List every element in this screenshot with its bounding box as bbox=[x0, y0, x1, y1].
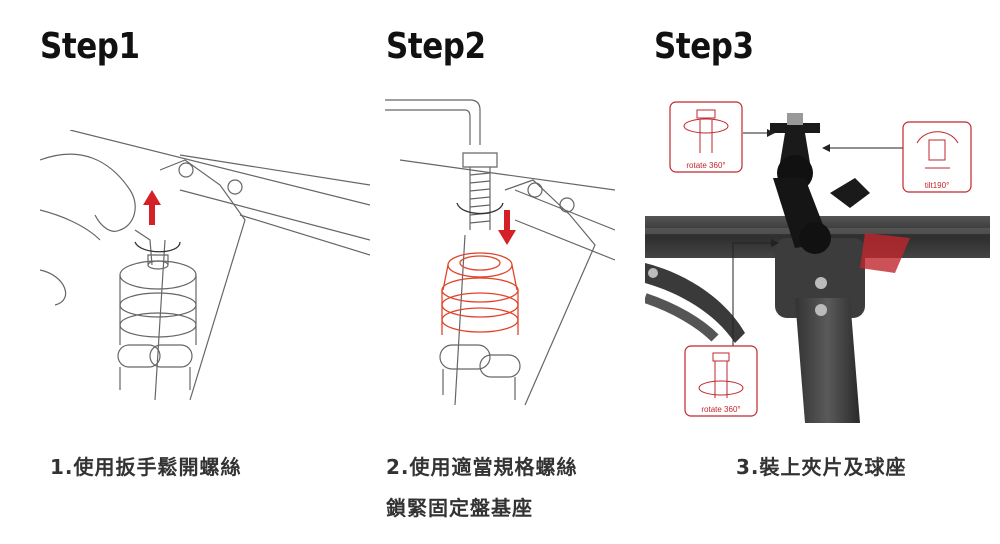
step1-illustration bbox=[40, 130, 370, 401]
step2-caption-line1: 2.使用適當規格螺絲 bbox=[386, 455, 578, 479]
step2-caption-line2: 鎖緊固定盤基座 bbox=[386, 496, 533, 520]
rotate-badge-bottom-text: rotate 360° bbox=[701, 405, 740, 414]
tilt-badge-text: tilt190° bbox=[925, 181, 950, 190]
rotate-badge-top-text: rotate 360° bbox=[686, 161, 725, 170]
step1-title: Step1 bbox=[40, 26, 140, 67]
step2-illustration bbox=[385, 99, 615, 406]
step3-illustration: rotate 360° tilt190° rotate 360° bbox=[645, 101, 990, 423]
step3-title: Step3 bbox=[654, 26, 754, 67]
step3-caption: 3.裝上夾片及球座 bbox=[736, 455, 907, 479]
step2-title: Step2 bbox=[386, 26, 486, 67]
step1-caption: 1.使用扳手鬆開螺絲 bbox=[50, 455, 242, 479]
